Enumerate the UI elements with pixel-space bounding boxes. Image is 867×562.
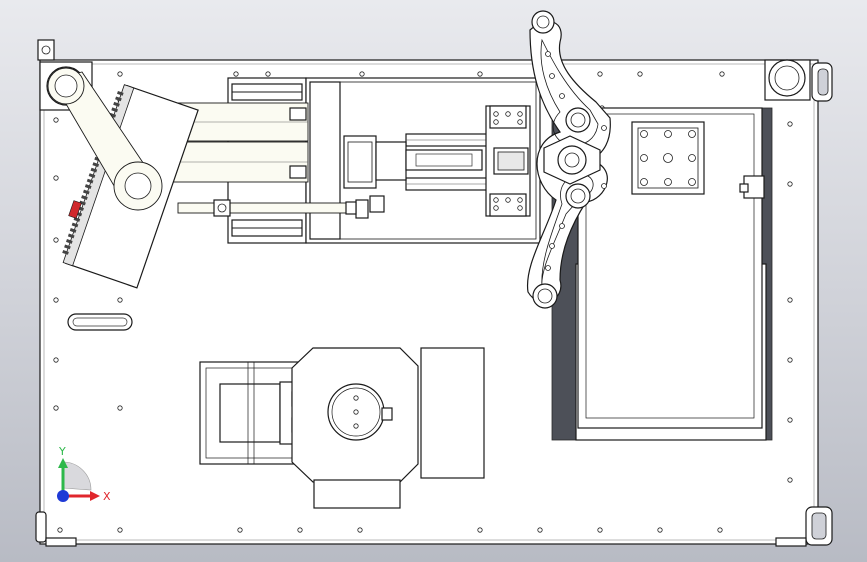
mounting-hole bbox=[640, 130, 648, 138]
mounting-hole bbox=[493, 197, 499, 203]
gripper-tooth bbox=[62, 249, 69, 255]
mounting-hole bbox=[537, 527, 543, 533]
mounting-hole bbox=[664, 130, 672, 138]
mounting-hole bbox=[493, 111, 499, 117]
caster-bottom-left bbox=[35, 511, 77, 547]
mounting-hole bbox=[517, 111, 523, 117]
gripper-tooth bbox=[73, 217, 81, 222]
mounting-hole bbox=[53, 297, 59, 303]
mounting-hole bbox=[545, 51, 551, 57]
mounting-hole bbox=[787, 297, 793, 303]
mounting-hole bbox=[559, 93, 565, 99]
mounting-hole bbox=[505, 197, 511, 203]
mounting-hole bbox=[117, 71, 123, 77]
mounting-hole bbox=[53, 117, 59, 123]
mounting-hole bbox=[787, 357, 793, 363]
mounting-hole bbox=[53, 237, 59, 243]
mounting-hole bbox=[688, 178, 696, 186]
mounting-hole bbox=[787, 477, 793, 483]
mounting-hole bbox=[601, 125, 607, 131]
base-slot bbox=[67, 313, 133, 331]
gripper-tooth bbox=[109, 112, 117, 118]
gripper-tooth bbox=[69, 228, 77, 233]
mounting-hole bbox=[559, 223, 565, 229]
mounting-hole bbox=[57, 527, 63, 533]
gripper-tooth bbox=[82, 189, 90, 195]
gripper-tooth bbox=[88, 173, 96, 179]
gripper-tooth bbox=[81, 195, 88, 200]
caster-bottom-right bbox=[775, 506, 833, 547]
mounting-hole bbox=[657, 527, 663, 533]
gripper-tooth bbox=[92, 162, 100, 168]
gripper-tooth bbox=[67, 233, 75, 239]
mounting-hole bbox=[233, 71, 239, 77]
gripper-tooth bbox=[90, 167, 98, 173]
gripper-tooth bbox=[84, 184, 92, 189]
mounting-hole bbox=[53, 357, 59, 363]
mounting-hole bbox=[717, 527, 723, 533]
gripper-tooth bbox=[79, 200, 86, 206]
bottom-fixture bbox=[199, 347, 485, 509]
gripper-tooth bbox=[116, 90, 124, 96]
gripper-tooth bbox=[64, 244, 71, 250]
mounting-hole bbox=[517, 205, 523, 211]
triad-y-label: Y bbox=[58, 445, 66, 458]
mounting-hole bbox=[545, 265, 551, 271]
mounting-hole bbox=[493, 205, 499, 211]
mounting-hole bbox=[117, 527, 123, 533]
mounting-hole bbox=[597, 527, 603, 533]
mounting-hole bbox=[549, 243, 555, 249]
gripper-tooth bbox=[66, 239, 73, 244]
mounting-hole bbox=[517, 119, 523, 125]
mounting-hole bbox=[297, 527, 303, 533]
mounting-hole bbox=[517, 197, 523, 203]
mounting-hole bbox=[719, 71, 725, 77]
mounting-hole bbox=[663, 153, 673, 163]
mounting-hole bbox=[477, 71, 483, 77]
mounting-hole bbox=[640, 154, 648, 162]
gripper-tooth bbox=[86, 178, 94, 184]
gripper-tooth bbox=[115, 96, 122, 102]
mounting-plate bbox=[577, 107, 765, 429]
mounting-hole bbox=[53, 175, 59, 181]
mounting-hole bbox=[787, 121, 793, 127]
base-plate-inner-edge bbox=[43, 63, 815, 541]
mounting-hole bbox=[640, 178, 648, 186]
mounting-hole bbox=[597, 71, 603, 77]
mounting-hole bbox=[787, 417, 793, 423]
mounting-hole bbox=[265, 71, 271, 77]
mounting-hole bbox=[664, 178, 672, 186]
mounting-hole bbox=[117, 297, 123, 303]
mounting-hole bbox=[549, 73, 555, 79]
triad-z-axis bbox=[57, 490, 69, 502]
mounting-hole bbox=[477, 527, 483, 533]
mounting-hole bbox=[601, 183, 607, 189]
gripper-tooth bbox=[111, 107, 118, 113]
mounting-hole bbox=[237, 527, 243, 533]
rotary-star-arm bbox=[526, 10, 611, 309]
mounting-hole bbox=[688, 154, 696, 162]
mounting-hole bbox=[359, 71, 365, 77]
mounting-hole bbox=[493, 119, 499, 125]
mounting-hole bbox=[53, 405, 59, 411]
coordinate-triad: Y X bbox=[57, 445, 111, 503]
mounting-hole bbox=[787, 181, 793, 187]
mounting-hole bbox=[357, 527, 363, 533]
mounting-hole bbox=[117, 405, 123, 411]
gripper-tooth bbox=[71, 222, 79, 228]
swing-arm bbox=[47, 67, 163, 211]
mounting-hole bbox=[688, 130, 696, 138]
triad-x-label: X bbox=[103, 490, 111, 503]
caster-top-right bbox=[764, 59, 833, 102]
mounting-hole bbox=[637, 71, 643, 77]
mounting-hole bbox=[505, 111, 511, 117]
gripper-tooth bbox=[113, 101, 120, 107]
